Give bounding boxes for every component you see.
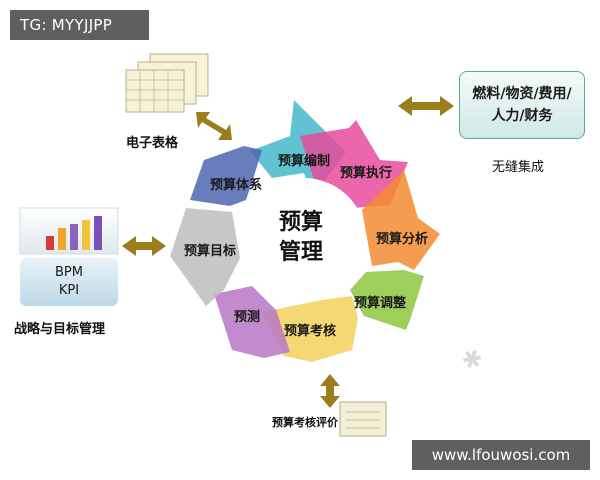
center-title: 预算 管理 — [268, 208, 334, 268]
center-line-1: 预算 — [278, 210, 323, 235]
bpm-kpi-box: BPM KPI — [20, 258, 118, 306]
segment-system — [190, 146, 262, 206]
label-execute: 预算执行 — [340, 166, 393, 181]
bar-chart-icon-bar — [70, 224, 78, 250]
connector-strategy-arrow — [122, 236, 166, 256]
faint-watermark: ✱ — [456, 342, 489, 376]
evaluation-document-icon — [339, 401, 387, 437]
label-assess: 预算考核 — [284, 324, 337, 339]
site-url: www.lfouwosi.com — [412, 440, 590, 470]
connector-spreadsheet-arrow — [196, 112, 232, 140]
strategy-chart-box — [19, 207, 119, 255]
center-line-2: 管理 — [278, 240, 323, 265]
resources-line-2: 人力/财务 — [491, 108, 553, 124]
cycle-ring — [170, 100, 440, 362]
evaluation-label: 预算考核评价 — [272, 416, 338, 429]
spreadsheet-label: 电子表格 — [126, 136, 179, 151]
label-adjust: 预算调整 — [354, 296, 407, 311]
bar-chart-icon-bar — [58, 228, 66, 250]
kpi-label: KPI — [58, 283, 80, 298]
bpm-label: BPM — [55, 265, 83, 280]
label-analyze: 预算分析 — [376, 232, 429, 247]
segment-adjust — [350, 270, 424, 330]
spreadsheet-icon — [125, 53, 209, 113]
watermark-tag: TG: MYYJJPP — [10, 10, 149, 40]
bar-chart-icon-bar — [46, 236, 54, 250]
label-system: 预算体系 — [210, 178, 263, 193]
resources-box: 燃料/物资/费用/ 人力/财务 — [459, 71, 585, 139]
bar-chart-icon-bar — [94, 216, 102, 250]
integration-label: 无缝集成 — [492, 160, 545, 175]
connectors — [122, 96, 454, 408]
label-target: 预算目标 — [184, 244, 237, 259]
segment-analyze — [362, 170, 440, 270]
bar-chart-icon-bar — [82, 220, 90, 250]
label-compile: 预算编制 — [278, 154, 331, 169]
segment-forecast — [214, 286, 290, 358]
connector-evaluation-arrow — [320, 374, 340, 408]
strategy-label: 战略与目标管理 — [14, 322, 106, 337]
connector-integration-arrow — [398, 96, 454, 116]
resources-line-1: 燃料/物资/费用/ — [472, 86, 572, 102]
label-forecast: 预测 — [234, 310, 261, 325]
bar-chart-icon — [46, 216, 102, 250]
segment-target — [170, 208, 240, 306]
